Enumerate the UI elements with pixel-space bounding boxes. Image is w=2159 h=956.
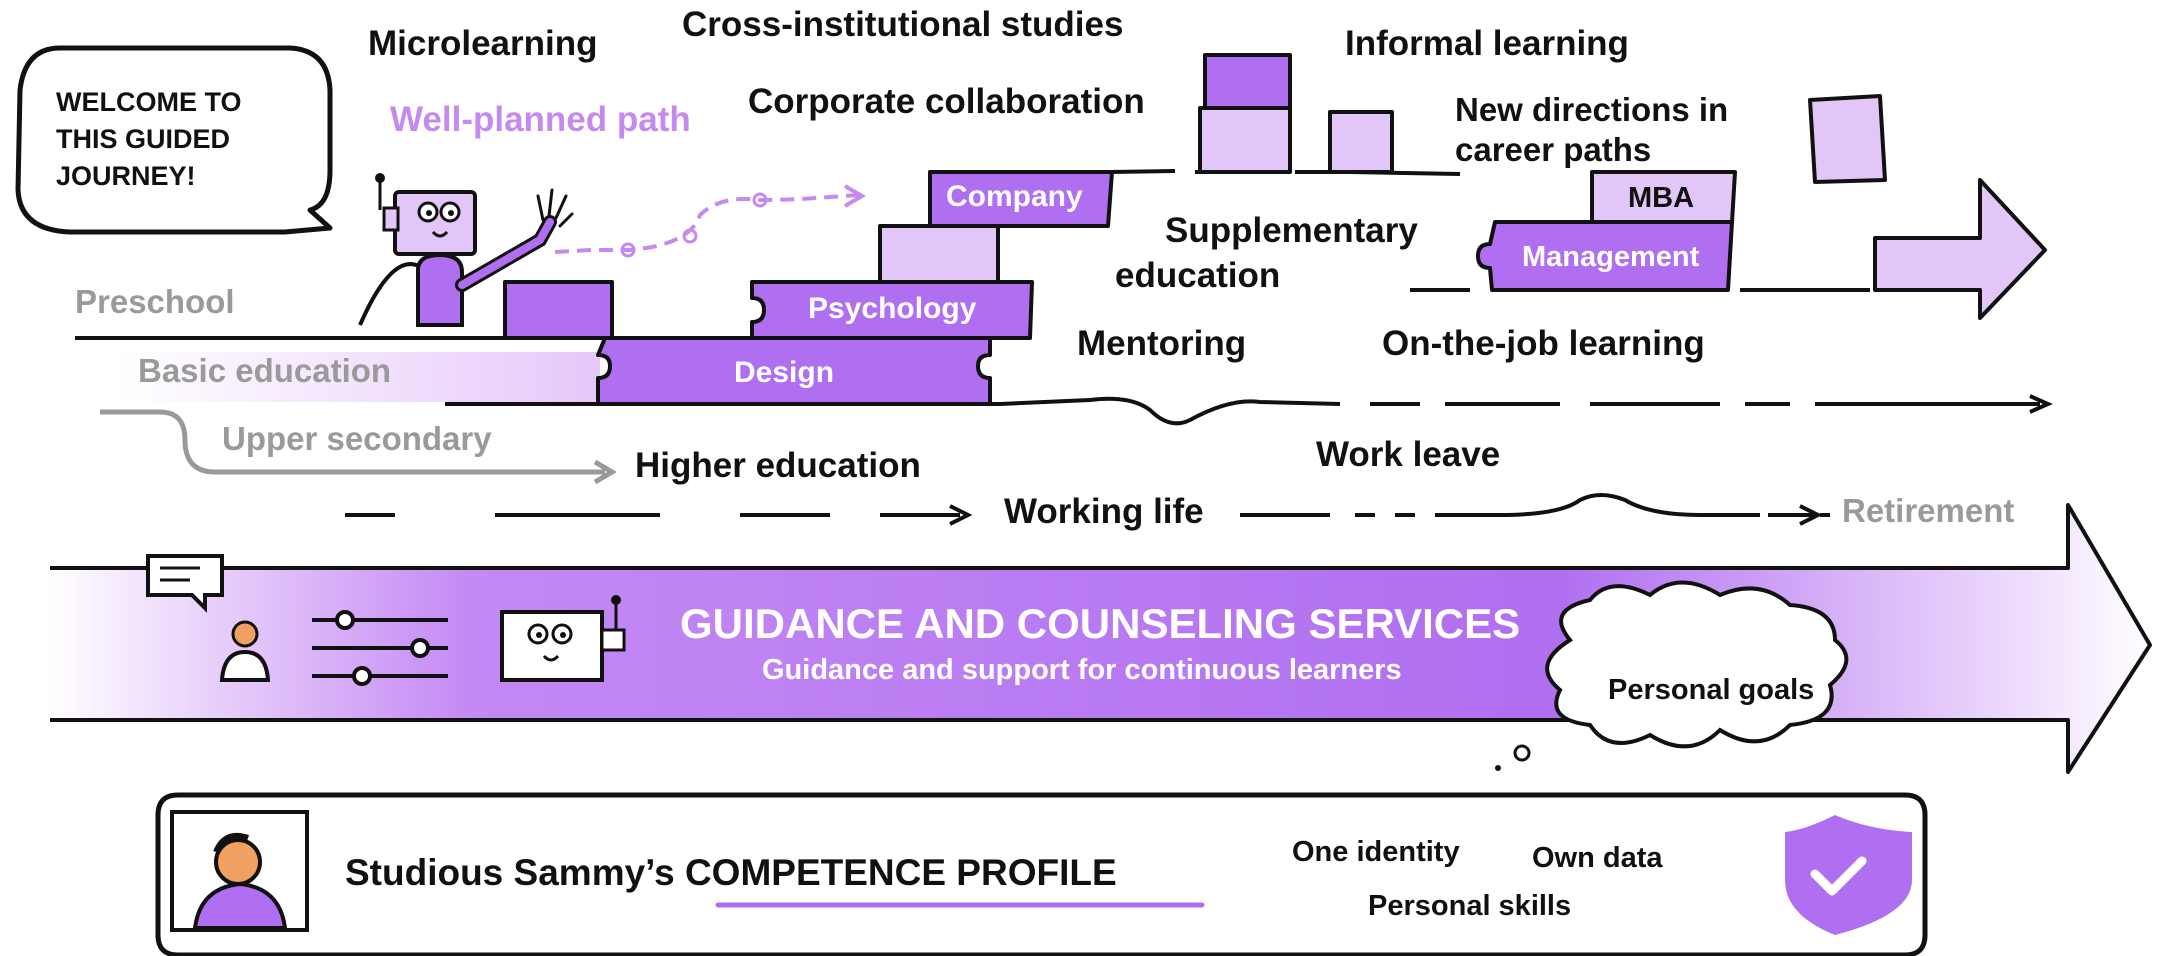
label-work-leave: Work leave: [1316, 435, 1501, 474]
label-line: Supplementary: [1165, 211, 1418, 250]
person-icon: [219, 620, 271, 682]
label-new-directions: New directions in career paths: [1455, 90, 1728, 170]
label-working-life: Working life: [1004, 492, 1204, 531]
puzzle-blocks: [503, 53, 1887, 406]
profile-one-identity: One identity: [1292, 836, 1460, 868]
thought-cloud-icon: [1495, 580, 1849, 771]
profile-emphasis: COMPETENCE PROFILE: [684, 852, 1117, 893]
label-basic-education: Basic education: [138, 352, 392, 389]
upper-secondary-path: [100, 409, 617, 485]
well-planned-path-arrow: [554, 184, 866, 258]
robot-icon: [358, 173, 574, 327]
puzzle-piece-icon: [503, 280, 614, 340]
psychology-block: [750, 280, 1034, 340]
profile-name: Studious Sammy’s: [345, 852, 685, 893]
label-mentoring: Mentoring: [1077, 324, 1247, 363]
speech-bubble-text: WELCOME TO THIS GUIDED JOURNEY!: [56, 84, 242, 195]
guidance-subtitle: Guidance and support for continuous lear…: [762, 654, 1402, 686]
label-well-planned-path: Well-planned path: [390, 100, 691, 139]
mba-label: MBA: [1628, 182, 1695, 214]
speech-line: WELCOME TO: [56, 87, 242, 117]
company-label: Company: [946, 180, 1083, 213]
label-corporate-collaboration: Corporate collaboration: [748, 82, 1145, 121]
label-informal-learning: Informal learning: [1345, 24, 1629, 63]
label-line: education: [1115, 256, 1281, 295]
puzzle-piece-icon: [1808, 94, 1887, 184]
speech-bubble: [15, 45, 333, 235]
speech-line: THIS GUIDED: [56, 124, 231, 154]
guidance-title: GUIDANCE AND COUNSELING SERVICES: [680, 600, 1521, 647]
arrow-icon: [1873, 178, 2047, 320]
profile-personal-skills: Personal skills: [1368, 890, 1572, 922]
label-preschool: Preschool: [75, 283, 235, 320]
profile-title: Studious Sammy’s COMPETENCE PROFILE: [345, 852, 1117, 894]
chat-icon: [146, 554, 224, 613]
puzzle-piece-icon: [878, 224, 1000, 284]
basic-education-band: [120, 352, 600, 406]
working-life-line: [345, 493, 1830, 526]
design-label: Design: [734, 356, 835, 389]
shield-check-icon: [1785, 815, 1912, 935]
management-label: Management: [1522, 241, 1700, 273]
label-line: New directions in: [1455, 91, 1729, 128]
career-line: [600, 394, 2053, 426]
company-block: [928, 170, 1114, 228]
label-line: career paths: [1455, 131, 1652, 168]
speech-line: JOURNEY!: [56, 161, 196, 191]
profile-own-data: Own data: [1532, 842, 1663, 874]
puzzle-piece-icon: [1328, 110, 1394, 174]
robot-face-icon: [500, 595, 626, 682]
puzzle-piece-icon: [1203, 53, 1292, 110]
label-retirement: Retirement: [1842, 492, 2015, 529]
profile-card: [155, 792, 1928, 956]
puzzle-piece-icon: [1198, 106, 1292, 174]
label-on-the-job: On-the-job learning: [1382, 324, 1705, 363]
thought-text: Personal goals: [1608, 674, 1815, 706]
label-supplementary-education: Supplementary education: [1115, 208, 1418, 298]
label-higher-education: Higher education: [635, 446, 921, 485]
management-block: [1476, 220, 1734, 292]
psychology-label: Psychology: [808, 292, 977, 325]
avatar-icon: [170, 810, 309, 932]
design-block: [596, 336, 992, 406]
label-microlearning: Microlearning: [368, 24, 598, 63]
label-cross-institutional: Cross-institutional studies: [682, 5, 1124, 44]
sliders-icon: [312, 610, 448, 686]
label-upper-secondary: Upper secondary: [222, 420, 492, 457]
